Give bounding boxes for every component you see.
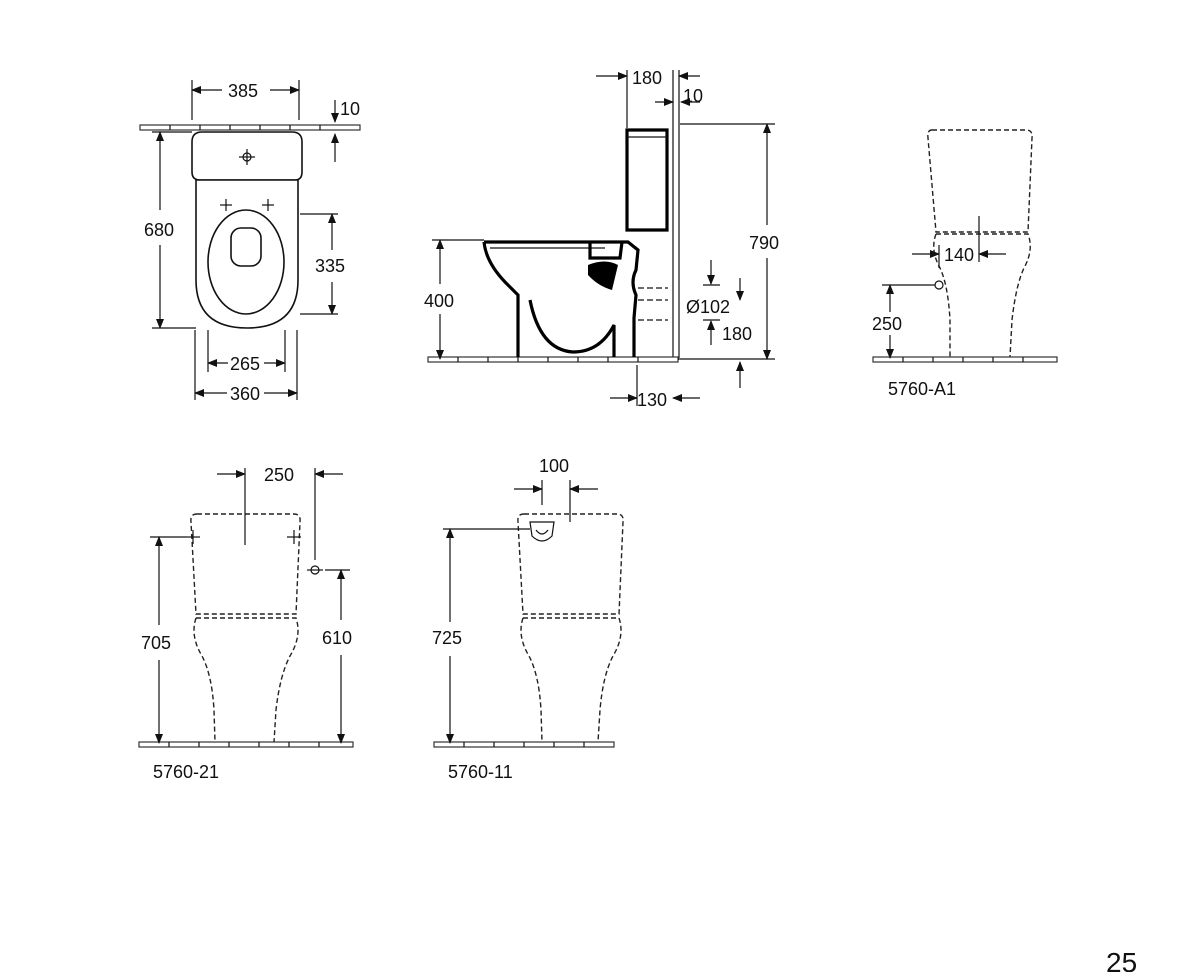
toilet-front-dashed xyxy=(927,129,1033,358)
toilet-front-dashed xyxy=(186,513,301,743)
dim-385: 385 xyxy=(228,81,258,101)
toilet-top-outline xyxy=(191,131,303,329)
model-code-5760-11: 5760-11 xyxy=(448,762,513,782)
model-code-5760-a1: 5760-A1 xyxy=(888,379,956,399)
floor-line xyxy=(433,741,615,748)
dim-180-tank: 180 xyxy=(632,68,662,88)
dim-180-outlet: 180 xyxy=(722,324,752,344)
wall xyxy=(672,70,680,360)
dim-250-21: 250 xyxy=(264,465,294,485)
dim-100: 100 xyxy=(539,456,569,476)
floor-line xyxy=(139,124,361,131)
dim-335: 335 xyxy=(315,256,345,276)
variant-5760-21: 250 705 610 5760-21 xyxy=(138,465,354,782)
variant-5760-a1: 140 250 5760-A1 xyxy=(872,129,1058,399)
floor-line xyxy=(427,356,679,363)
toilet-side-outline xyxy=(482,128,669,357)
floor-line xyxy=(872,356,1058,363)
dim-680: 680 xyxy=(144,220,174,240)
dim-250-a1: 250 xyxy=(872,314,902,334)
dim-360: 360 xyxy=(230,384,260,404)
page-number: 25 xyxy=(1106,947,1137,972)
top-view: 385 10 680 335 265 360 xyxy=(139,80,361,404)
model-code-5760-21: 5760-21 xyxy=(153,762,219,782)
dim-130: 130 xyxy=(637,390,667,410)
dim-610: 610 xyxy=(322,628,352,648)
dim-outlet-diameter: Ø102 xyxy=(686,297,730,317)
variant-5760-11: 100 725 5760-11 xyxy=(432,456,624,782)
floor-line xyxy=(138,741,354,748)
dim-705: 705 xyxy=(141,633,171,653)
dim-265: 265 xyxy=(230,354,260,374)
dim-10-top: 10 xyxy=(340,99,360,119)
dim-790: 790 xyxy=(749,233,779,253)
dim-10-side: 10 xyxy=(683,86,703,106)
side-view: 180 10 790 400 Ø102 180 130 xyxy=(424,68,779,410)
dim-400: 400 xyxy=(424,291,454,311)
dim-725: 725 xyxy=(432,628,462,648)
dim-140: 140 xyxy=(944,245,974,265)
toilet-front-dashed xyxy=(517,513,624,743)
